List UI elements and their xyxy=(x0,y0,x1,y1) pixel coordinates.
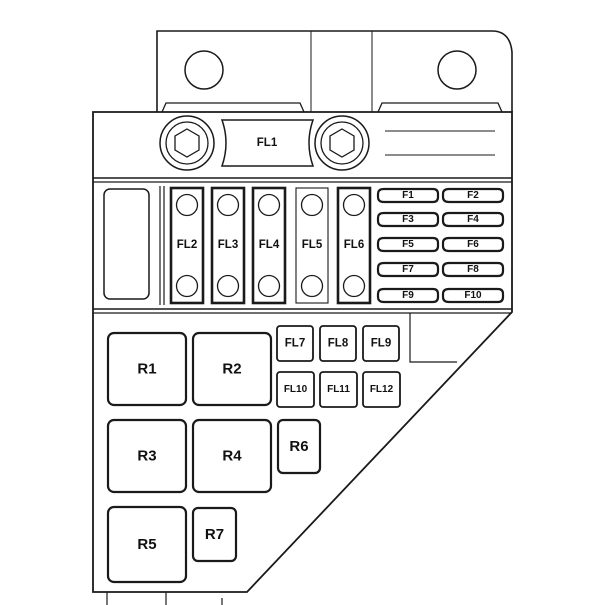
mini-fuse-f1: F1 xyxy=(376,187,440,204)
fuse-label-fl2: FL2 xyxy=(177,239,197,251)
fuse-label-f8: F8 xyxy=(467,264,479,275)
relay-label-r5: R5 xyxy=(137,536,156,553)
fuse-label-f3: F3 xyxy=(402,214,414,225)
mini-fuse-f10: F10 xyxy=(441,287,505,304)
mini-fuse-grid: F1 F3 F5 F7 F9 F2 F4 F6 xyxy=(376,187,505,304)
relay-r5: R5 xyxy=(106,505,188,584)
fuse-label-f6: F6 xyxy=(467,239,479,250)
fuse-label-fl8: FL8 xyxy=(328,338,349,350)
relay-r7: R7 xyxy=(191,506,238,563)
relay-r4: R4 xyxy=(191,418,273,494)
mini-fuse-f3: F3 xyxy=(376,211,440,228)
fuse-label-fl10: FL10 xyxy=(284,384,308,395)
main-fuse-fl1: FL1 xyxy=(159,115,370,171)
mounting-hole-right xyxy=(437,50,477,90)
relay-label-r1: R1 xyxy=(137,361,156,378)
fuse-label-fl7: FL7 xyxy=(285,338,305,350)
fuse-label-f1: F1 xyxy=(402,190,414,201)
relay-r6: R6 xyxy=(276,418,322,475)
maxi-fuse-fl5: FL5 xyxy=(295,187,329,304)
fuse-label-f4: F4 xyxy=(467,214,479,225)
mini-fuse-f5: F5 xyxy=(376,236,440,253)
fuse-label-fl1: FL1 xyxy=(257,137,278,149)
relay-label-r3: R3 xyxy=(137,448,156,465)
fuse-label-fl3: FL3 xyxy=(218,239,238,251)
fuse-label-f10: F10 xyxy=(464,290,482,301)
fuse-box-housing xyxy=(92,30,513,605)
fuse-label-f2: F2 xyxy=(467,190,479,201)
mini-fuse-f6: F6 xyxy=(441,236,505,253)
cartridge-fuse-fl11: FL11 xyxy=(319,371,358,408)
relay-r1: R1 xyxy=(106,331,188,407)
fuse-label-fl5: FL5 xyxy=(302,239,323,251)
mounting-hole-left xyxy=(184,50,224,90)
fuse-label-f7: F7 xyxy=(402,264,414,275)
mini-fuse-f7: F7 xyxy=(376,261,440,278)
mini-fuse-f2: F2 xyxy=(441,187,505,204)
maxi-fuse-row: FL2 FL3 FL4 FL5 FL6 xyxy=(169,186,372,305)
maxi-fuse-fl4: FL4 xyxy=(251,186,287,305)
relay-label-r6: R6 xyxy=(289,438,308,455)
cartridge-fuse-fl9: FL9 xyxy=(362,325,400,362)
fuse-label-fl4: FL4 xyxy=(259,239,280,251)
fuse-label-fl6: FL6 xyxy=(344,239,364,251)
relay-label-r2: R2 xyxy=(222,361,241,378)
cartridge-fuse-grid: FL7 FL8 FL9 FL10 FL11 FL12 xyxy=(276,325,401,408)
cartridge-fuse-fl7: FL7 xyxy=(276,325,314,362)
fuse-label-fl9: FL9 xyxy=(371,338,391,350)
mini-fuse-f8: F8 xyxy=(441,261,505,278)
fuse-label-f5: F5 xyxy=(402,239,414,250)
mini-fuse-f9: F9 xyxy=(376,287,440,304)
maxi-fuse-fl2: FL2 xyxy=(169,186,205,305)
label-lines xyxy=(385,130,495,156)
cartridge-fuse-fl12: FL12 xyxy=(362,371,401,408)
relay-label-r7: R7 xyxy=(205,526,224,543)
cartridge-fuse-fl10: FL10 xyxy=(276,371,315,408)
mini-fuse-f4: F4 xyxy=(441,211,505,228)
relay-r2: R2 xyxy=(191,331,273,407)
relay-grid: R1 R2 R3 R4 R5 R6 R7 xyxy=(106,331,322,584)
cartridge-fuse-fl8: FL8 xyxy=(319,325,357,362)
fuse-label-f9: F9 xyxy=(402,290,414,301)
spare-slot xyxy=(103,188,150,300)
fuse-label-fl11: FL11 xyxy=(327,384,350,395)
maxi-fuse-fl3: FL3 xyxy=(210,186,246,305)
fuse-label-fl12: FL12 xyxy=(370,384,394,395)
relay-r3: R3 xyxy=(106,418,188,494)
maxi-fuse-fl6: FL6 xyxy=(336,186,372,305)
relay-label-r4: R4 xyxy=(222,448,242,465)
